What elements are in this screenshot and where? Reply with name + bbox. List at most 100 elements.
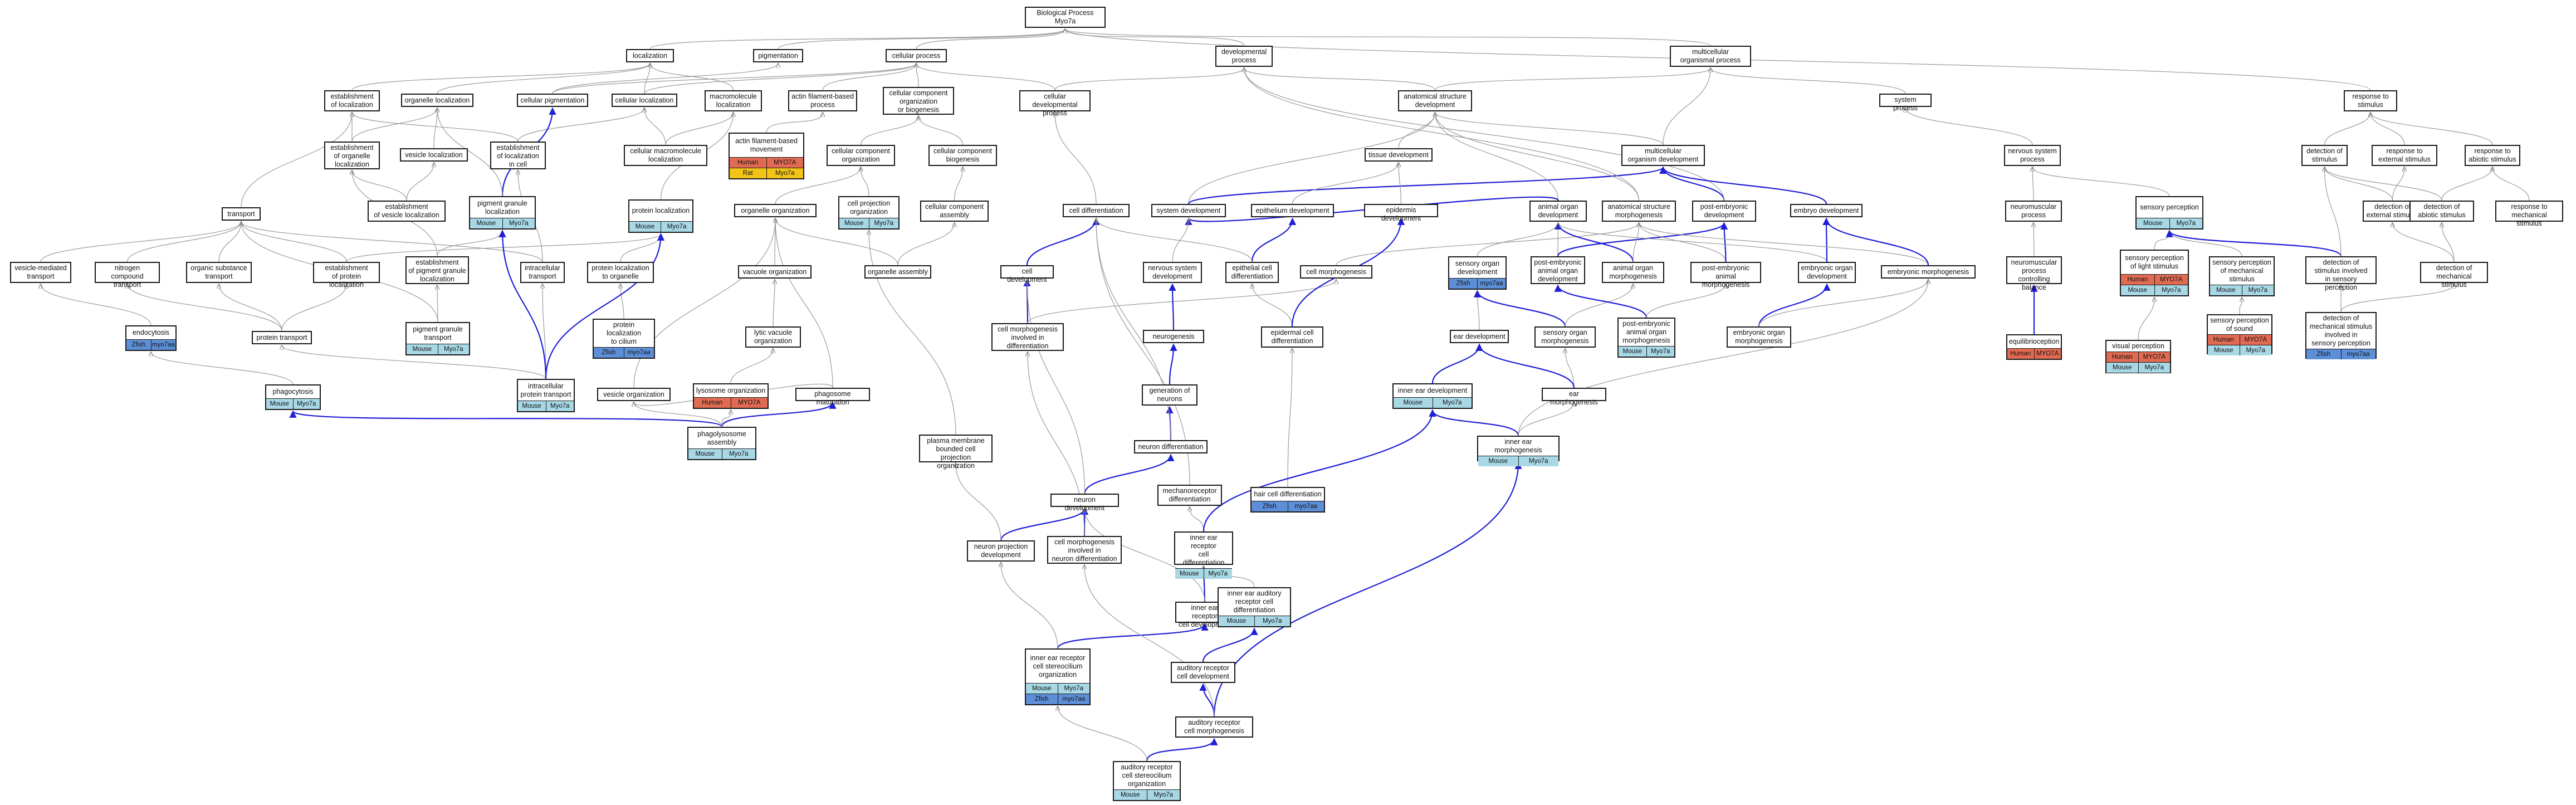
go-term-ped[interactable]: post-embryonic development <box>1692 201 1756 222</box>
go-term-epiddev[interactable]: epidermis development <box>1364 204 1438 222</box>
go-term-spoms[interactable]: sensory perception of mechanical stimulu… <box>2209 256 2275 296</box>
go-term-nsd[interactable]: nervous system development <box>1143 262 1202 283</box>
go-term-vmt[interactable]: vesicle-mediated transport <box>10 262 71 283</box>
go-term-npd[interactable]: neuron projection development <box>967 540 1035 562</box>
go-term-mop[interactable]: multicellular organismal process <box>1670 46 1751 67</box>
go-term-vacorg[interactable]: vacuole organization <box>738 265 812 279</box>
go-term-arcm[interactable]: auditory receptor cell morphogenesis <box>1175 716 1253 738</box>
go-term-cco[interactable]: cellular component organization <box>827 145 895 166</box>
go-term-asd[interactable]: anatomical structure development <box>1398 90 1472 111</box>
go-term-gon[interactable]: generation of neurons <box>1142 384 1197 406</box>
go-term-peaod[interactable]: post-embryonic animal organ development <box>1531 256 1585 284</box>
go-term-mechdiff[interactable]: mechanoreceptor differentiation <box>1157 485 1222 506</box>
go-term-celldev[interactable]: cell development <box>1000 265 1054 284</box>
go-term-neurogen[interactable]: neurogenesis <box>1143 330 1204 343</box>
go-term-eopgl[interactable]: establishment of pigment granule localiz… <box>405 256 469 284</box>
go-term-embdev[interactable]: embryo development <box>1790 204 1863 217</box>
go-term-arcso[interactable]: auditory receptor cell stereocilium orga… <box>1113 761 1181 801</box>
go-term-eoorg[interactable]: establishment of organelle localization <box>324 142 380 169</box>
go-term-ierso[interactable]: inner ear receptor cell stereocilium org… <box>1025 648 1091 705</box>
go-term-cpig[interactable]: cellular pigmentation <box>517 94 588 107</box>
go-term-nsp[interactable]: nervous system process <box>2004 145 2061 166</box>
go-term-orgorg[interactable]: organelle organization <box>734 204 817 217</box>
go-term-epidev[interactable]: epithelium development <box>1251 204 1334 217</box>
go-term-vesorg[interactable]: vesicle organization <box>597 388 671 401</box>
go-term-eom[interactable]: embryonic organ morphogenesis <box>1727 326 1791 348</box>
go-term-ecdiff[interactable]: epidermal cell differentiation <box>1261 326 1323 348</box>
go-term-nmpcb[interactable]: neuromuscular process controlling balanc… <box>2006 256 2062 291</box>
go-term-doms[interactable]: detection of mechanical stimulus <box>2420 262 2488 289</box>
go-term-tisdev[interactable]: tissue development <box>1365 148 1433 162</box>
go-term-cp[interactable]: cellular process <box>886 49 947 62</box>
go-term-earm[interactable]: ear morphogenesis <box>1542 388 1606 406</box>
go-term-phagmat[interactable]: phagosome maturation <box>795 388 870 406</box>
go-term-eod[interactable]: embryonic organ development <box>1798 262 1856 283</box>
go-term-rts[interactable]: response to stimulus <box>2344 90 2397 111</box>
go-term-lvo[interactable]: lytic vacuole organization <box>745 326 801 348</box>
go-term-celldiff[interactable]: cell differentiation <box>1063 204 1130 217</box>
go-term-prott[interactable]: protein transport <box>252 331 312 344</box>
go-term-bp[interactable]: Biological Process Myo7a <box>1025 7 1106 28</box>
go-term-sysdev[interactable]: system development <box>1151 204 1226 217</box>
go-term-nmp[interactable]: neuromuscular process <box>2005 201 2062 222</box>
go-term-ccob[interactable]: cellular component organization or bioge… <box>883 87 954 115</box>
go-term-orgloc[interactable]: organelle localization <box>401 94 473 107</box>
go-term-eovl[interactable]: establishment of vesicle localization <box>368 201 446 222</box>
go-term-aom[interactable]: animal organ morphogenesis <box>1602 262 1664 283</box>
go-term-eol[interactable]: establishment of localization <box>324 90 380 111</box>
go-term-doas[interactable]: detection of abiotic stimulus <box>2409 201 2474 222</box>
go-term-som[interactable]: sensory organ morphogenesis <box>1534 326 1596 348</box>
go-term-cmmloc[interactable]: cellular macromolecule localization <box>624 145 707 166</box>
go-term-pig[interactable]: pigmentation <box>753 49 803 62</box>
go-term-vesloc[interactable]: vesicle localization <box>400 148 468 162</box>
go-term-pltoo[interactable]: protein localization to organelle <box>587 262 654 283</box>
go-term-mod[interactable]: multicellular organism development <box>1621 145 1705 166</box>
go-term-dos[interactable]: detection of stimulus <box>2301 145 2348 166</box>
go-term-domsisp[interactable]: detection of mechanical stimulus involve… <box>2305 312 2377 359</box>
go-term-mmloc[interactable]: macromolecule localization <box>705 90 762 111</box>
go-term-arcd[interactable]: auditory receptor cell development <box>1171 662 1235 683</box>
go-term-cmnd[interactable]: cell morphogenesis involved in neuron di… <box>1047 536 1122 564</box>
go-term-ccass[interactable]: cellular component assembly <box>920 201 989 222</box>
go-term-nct[interactable]: nitrogen compound transport <box>95 262 160 289</box>
go-term-rtms[interactable]: response to mechanical stimulus <box>2495 201 2563 227</box>
go-term-ecd[interactable]: epithelial cell differentiation <box>1225 262 1279 283</box>
go-term-devp[interactable]: developmental process <box>1215 46 1273 67</box>
go-term-rtes[interactable]: response to external stimulus <box>2372 145 2437 166</box>
go-term-peaom[interactable]: post-embryonic animal organ morphogenesi… <box>1617 318 1675 358</box>
go-term-loc[interactable]: localization <box>626 49 674 62</box>
go-term-sysp[interactable]: system process <box>1879 94 1932 112</box>
go-term-transport[interactable]: transport <box>222 207 261 221</box>
go-term-afbp[interactable]: actin filament-based process <box>788 90 857 111</box>
go-term-embm[interactable]: embryonic morphogenesis <box>1881 265 1976 279</box>
go-term-eard[interactable]: ear development <box>1450 330 1509 343</box>
go-term-ccbio[interactable]: cellular component biogenesis <box>928 145 997 166</box>
go-term-ost[interactable]: organic substance transport <box>186 262 252 283</box>
go-term-rtas[interactable]: response to abiotic stimulus <box>2465 145 2520 166</box>
go-term-cmind[interactable]: cell morphogenesis involved in different… <box>991 323 1064 351</box>
go-term-pam[interactable]: post-embryonic animal morphogenesis <box>1690 262 1761 289</box>
go-term-orgass[interactable]: organelle assembly <box>864 265 931 279</box>
go-term-neurdiff[interactable]: neuron differentiation <box>1134 440 1208 453</box>
go-term-cdp[interactable]: cellular developmental process <box>1019 90 1091 117</box>
go-term-eopl[interactable]: establishment of protein localization <box>313 262 380 289</box>
